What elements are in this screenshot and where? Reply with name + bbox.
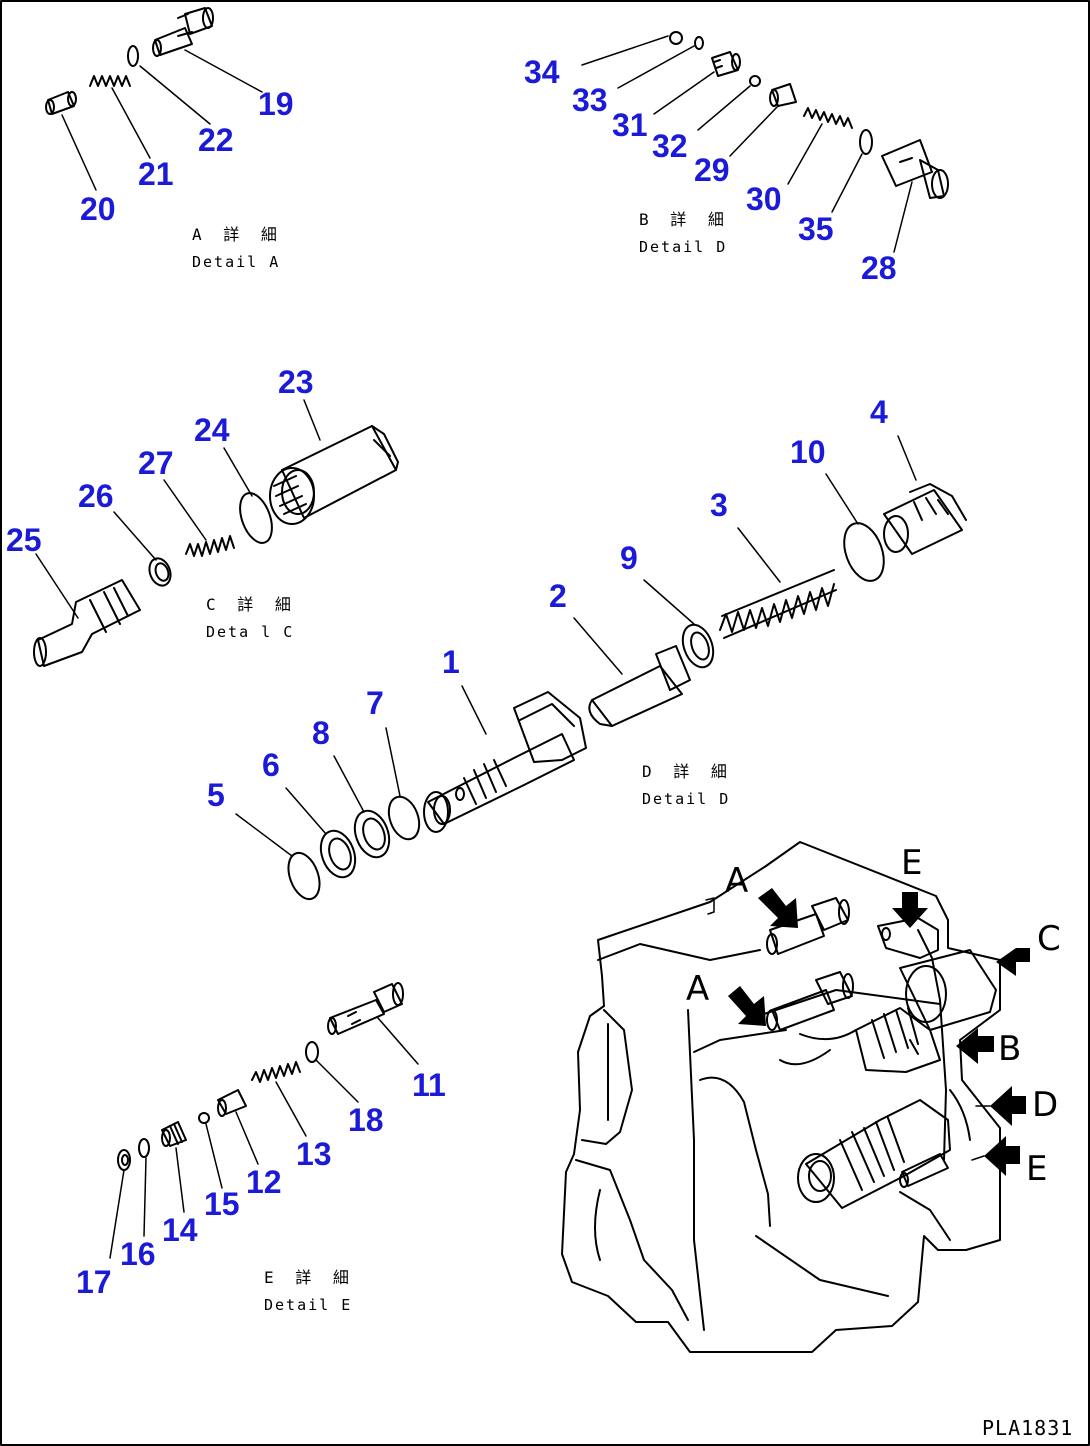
callout-8: 8 [312,715,330,751]
callout-31: 31 [612,107,648,143]
caption-c-jp: C 詳 細 [206,595,297,614]
view-label-d: D [1032,1085,1059,1125]
callout-22: 22 [198,122,234,158]
arrow-e-top [892,892,928,928]
caption-d-jp: D 詳 細 [642,762,733,781]
caption-c-en: Deta l C [206,623,295,641]
callout-6: 6 [262,747,280,783]
callout-2: 2 [549,578,567,614]
callout-23: 23 [278,364,314,400]
callout-10: 10 [790,434,826,470]
detail-c-parts [33,399,399,667]
caption-b-en: Detail D [639,238,728,256]
callout-19: 19 [258,86,294,122]
arrow-e-bottom [984,1136,1020,1176]
arrow-b [956,1028,994,1064]
callout-24: 24 [194,412,230,448]
callout-4: 4 [870,394,888,430]
view-label-b: B [998,1029,1022,1069]
detail-e-parts [109,982,419,1259]
callout-16: 16 [120,1236,156,1272]
callout-25: 25 [6,522,42,558]
view-label-e-bottom: E [1026,1149,1048,1189]
detail-a-parts [45,7,263,191]
callout-28: 28 [861,250,897,286]
callout-30: 30 [746,181,782,217]
callout-12: 12 [246,1164,282,1200]
callout-18: 18 [348,1102,384,1138]
caption-a-en: Detail A [192,253,281,271]
callout-11: 11 [412,1067,446,1103]
detail-b-parts [581,31,949,253]
assembly-view [561,841,1001,1353]
callout-26: 26 [78,478,114,514]
arrow-d [990,1086,1026,1126]
callout-15: 15 [204,1186,240,1222]
view-arrow-leaders [971,1105,991,1161]
callout-13: 13 [296,1136,332,1172]
callout-5: 5 [207,777,225,813]
arrow-c [996,948,1030,976]
callout-1: 1 [442,644,460,680]
callout-17: 17 [76,1264,112,1300]
callout-9: 9 [620,540,638,576]
callout-27: 27 [138,445,174,481]
callout-7: 7 [366,685,384,721]
arrow-a-mid [728,986,766,1026]
callout-34: 34 [524,54,560,90]
callout-20: 20 [80,191,116,227]
callout-3: 3 [710,487,728,523]
callout-35: 35 [798,211,834,247]
caption-b-jp: B 詳 細 [639,210,730,229]
callout-29: 29 [694,152,730,188]
view-arrows [728,888,1030,1176]
view-label-e-top: E [901,843,923,883]
caption-e-en: Detail E [264,1296,353,1314]
callout-14: 14 [162,1212,198,1248]
detail-d-parts [235,435,967,901]
view-label-a-top: A [725,861,749,901]
arrow-a-top [758,888,798,928]
view-label-c: C [1037,919,1061,959]
callout-21: 21 [138,156,174,192]
callout-32: 32 [652,128,688,164]
caption-a-jp: A 詳 細 [192,225,283,244]
caption-d-en: Detail D [642,790,731,808]
drawing-code: PLA1831 [982,1416,1074,1440]
caption-e-jp: E 詳 細 [264,1268,355,1287]
view-label-a-mid: A [686,969,710,1009]
callout-33: 33 [572,82,608,118]
